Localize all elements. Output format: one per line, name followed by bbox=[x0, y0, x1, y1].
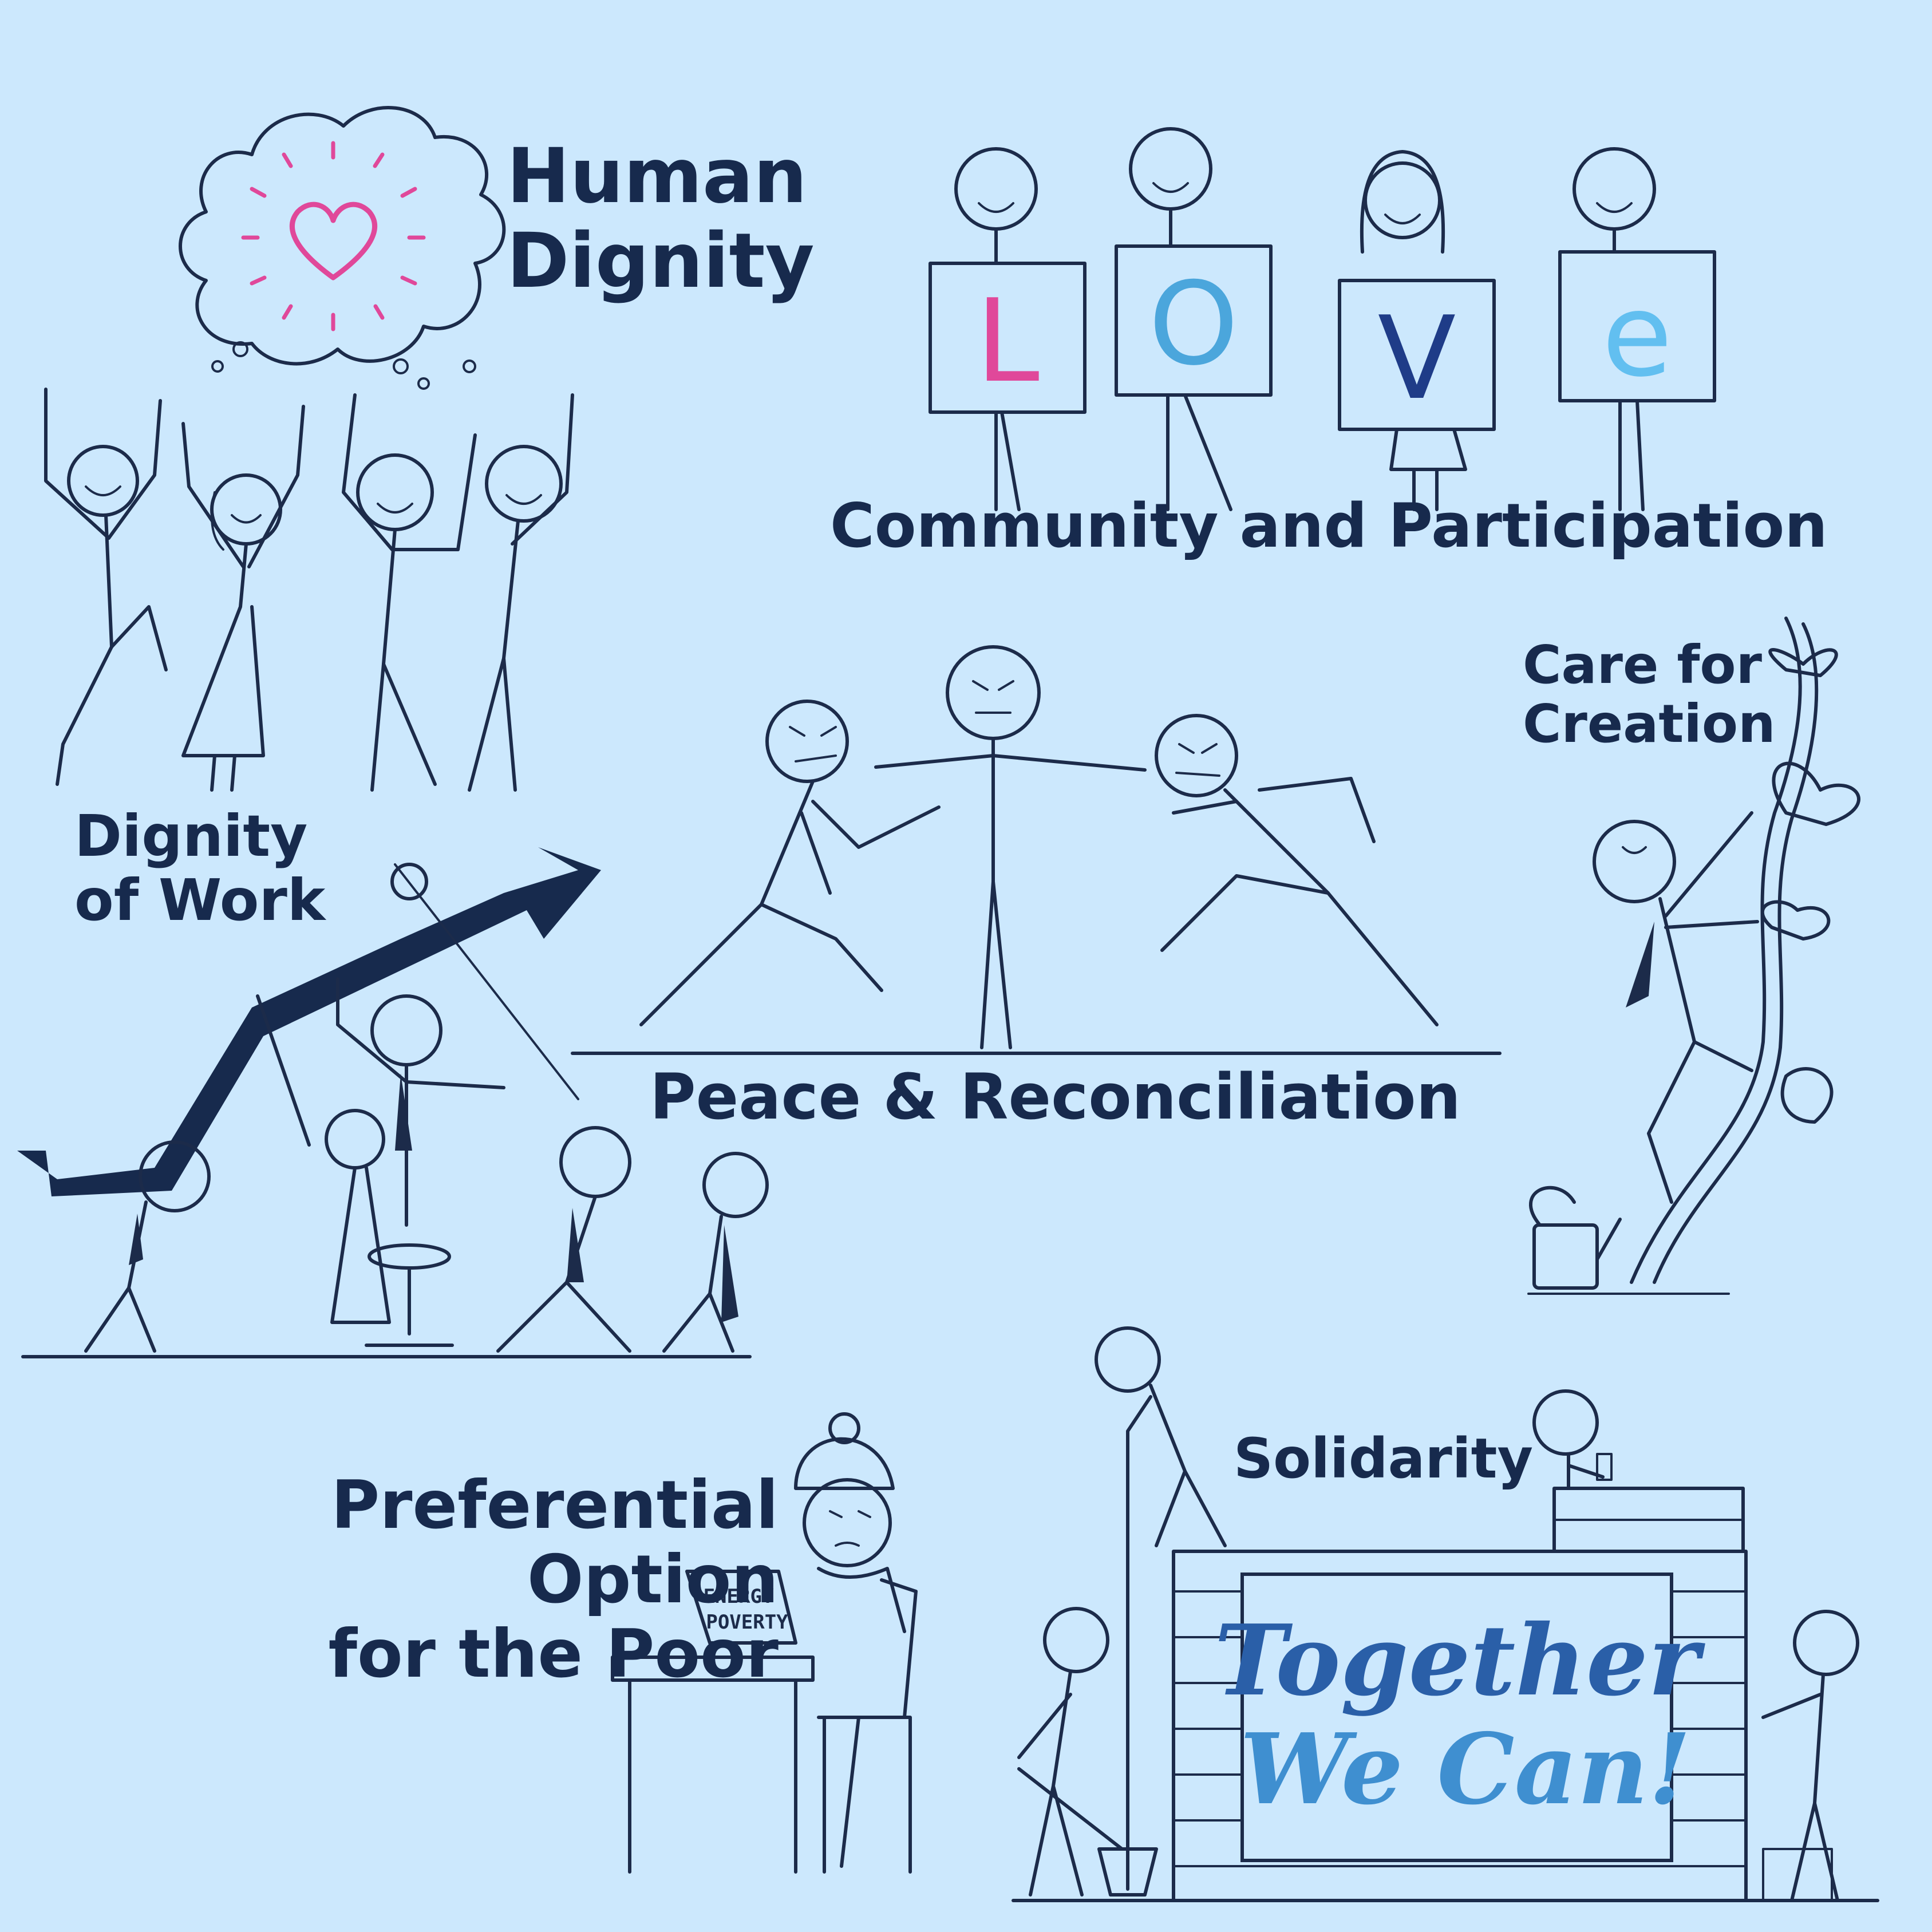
banner-line-1: Together bbox=[1214, 1603, 1705, 1718]
heading-peace-reconciliation: Peace & Reconciliation bbox=[650, 1060, 1461, 1133]
sign-holder-4: e bbox=[1558, 147, 1716, 511]
watering-can-icon bbox=[1529, 1186, 1622, 1290]
love-sign-l bbox=[929, 262, 1086, 414]
worker-on-wall bbox=[1095, 1326, 1227, 1891]
peace-scene bbox=[571, 645, 1502, 1055]
cheering-man-3 bbox=[468, 393, 574, 792]
heading-human-dignity: Human Dignity bbox=[507, 132, 815, 305]
worker-right bbox=[1761, 1610, 1859, 1902]
cheering-man-1 bbox=[44, 388, 168, 786]
love-sign-v bbox=[1338, 279, 1496, 431]
solidarity-workers bbox=[1012, 1326, 1879, 1902]
worker-with-shovel bbox=[1017, 1607, 1158, 1897]
sign-energy-text: ENERGY bbox=[704, 1585, 774, 1608]
energy-poverty-sign: ENERGY POVERTY bbox=[685, 1570, 797, 1645]
cold-man-scene: ENERGY POVERTY bbox=[611, 1412, 918, 1874]
sign-holder-2: O bbox=[1115, 127, 1273, 511]
heading-care-for-creation: Care for Creation bbox=[1523, 634, 1776, 755]
mediator bbox=[874, 645, 1147, 1049]
cheering-woman bbox=[181, 405, 305, 792]
cheering-man-2 bbox=[342, 393, 477, 792]
work-team bbox=[21, 863, 769, 1358]
angry-fighter-left bbox=[639, 700, 941, 1026]
banner-panel bbox=[1240, 1573, 1673, 1862]
woman-with-pole bbox=[256, 994, 391, 1324]
heading-community-participation: Community and Participation bbox=[830, 491, 1828, 561]
heart-icon bbox=[241, 141, 426, 331]
heading-preferential-option: Preferential Option for the Poor bbox=[328, 1467, 779, 1693]
love-letter-e: e bbox=[1602, 269, 1672, 402]
thought-cloud-icon bbox=[179, 106, 506, 390]
pointing-man-on-chair bbox=[336, 977, 505, 1347]
sign-holder-3: V bbox=[1338, 150, 1496, 511]
rope-pullers bbox=[390, 863, 769, 1353]
banner-line-2: We Can! bbox=[1240, 1712, 1691, 1827]
cheering-group bbox=[44, 388, 574, 792]
angry-fighter-right bbox=[1155, 714, 1439, 1026]
lifting-man bbox=[84, 1140, 211, 1353]
heading-solidarity: Solidarity bbox=[1234, 1427, 1534, 1491]
sign-holder-1: L bbox=[929, 147, 1086, 511]
love-sign-e bbox=[1558, 250, 1716, 402]
growth-arrow-icon bbox=[17, 847, 601, 1196]
desk bbox=[611, 1656, 815, 1682]
climbing-man bbox=[1593, 811, 1759, 1204]
plant-icon bbox=[1527, 617, 1860, 1295]
worker-with-phone bbox=[1532, 1389, 1613, 1490]
love-letter-l: L bbox=[975, 275, 1039, 408]
love-letter-o: O bbox=[1148, 258, 1238, 391]
love-letter-v: V bbox=[1378, 292, 1456, 425]
love-sign-holders: L O V bbox=[929, 127, 1716, 511]
brick-wall-icon: Together We Can! bbox=[1172, 1487, 1748, 1902]
love-sign-o bbox=[1115, 244, 1273, 397]
heading-dignity-of-work: Dignity of Work bbox=[74, 803, 326, 934]
sign-poverty-text: POVERTY bbox=[706, 1611, 788, 1634]
